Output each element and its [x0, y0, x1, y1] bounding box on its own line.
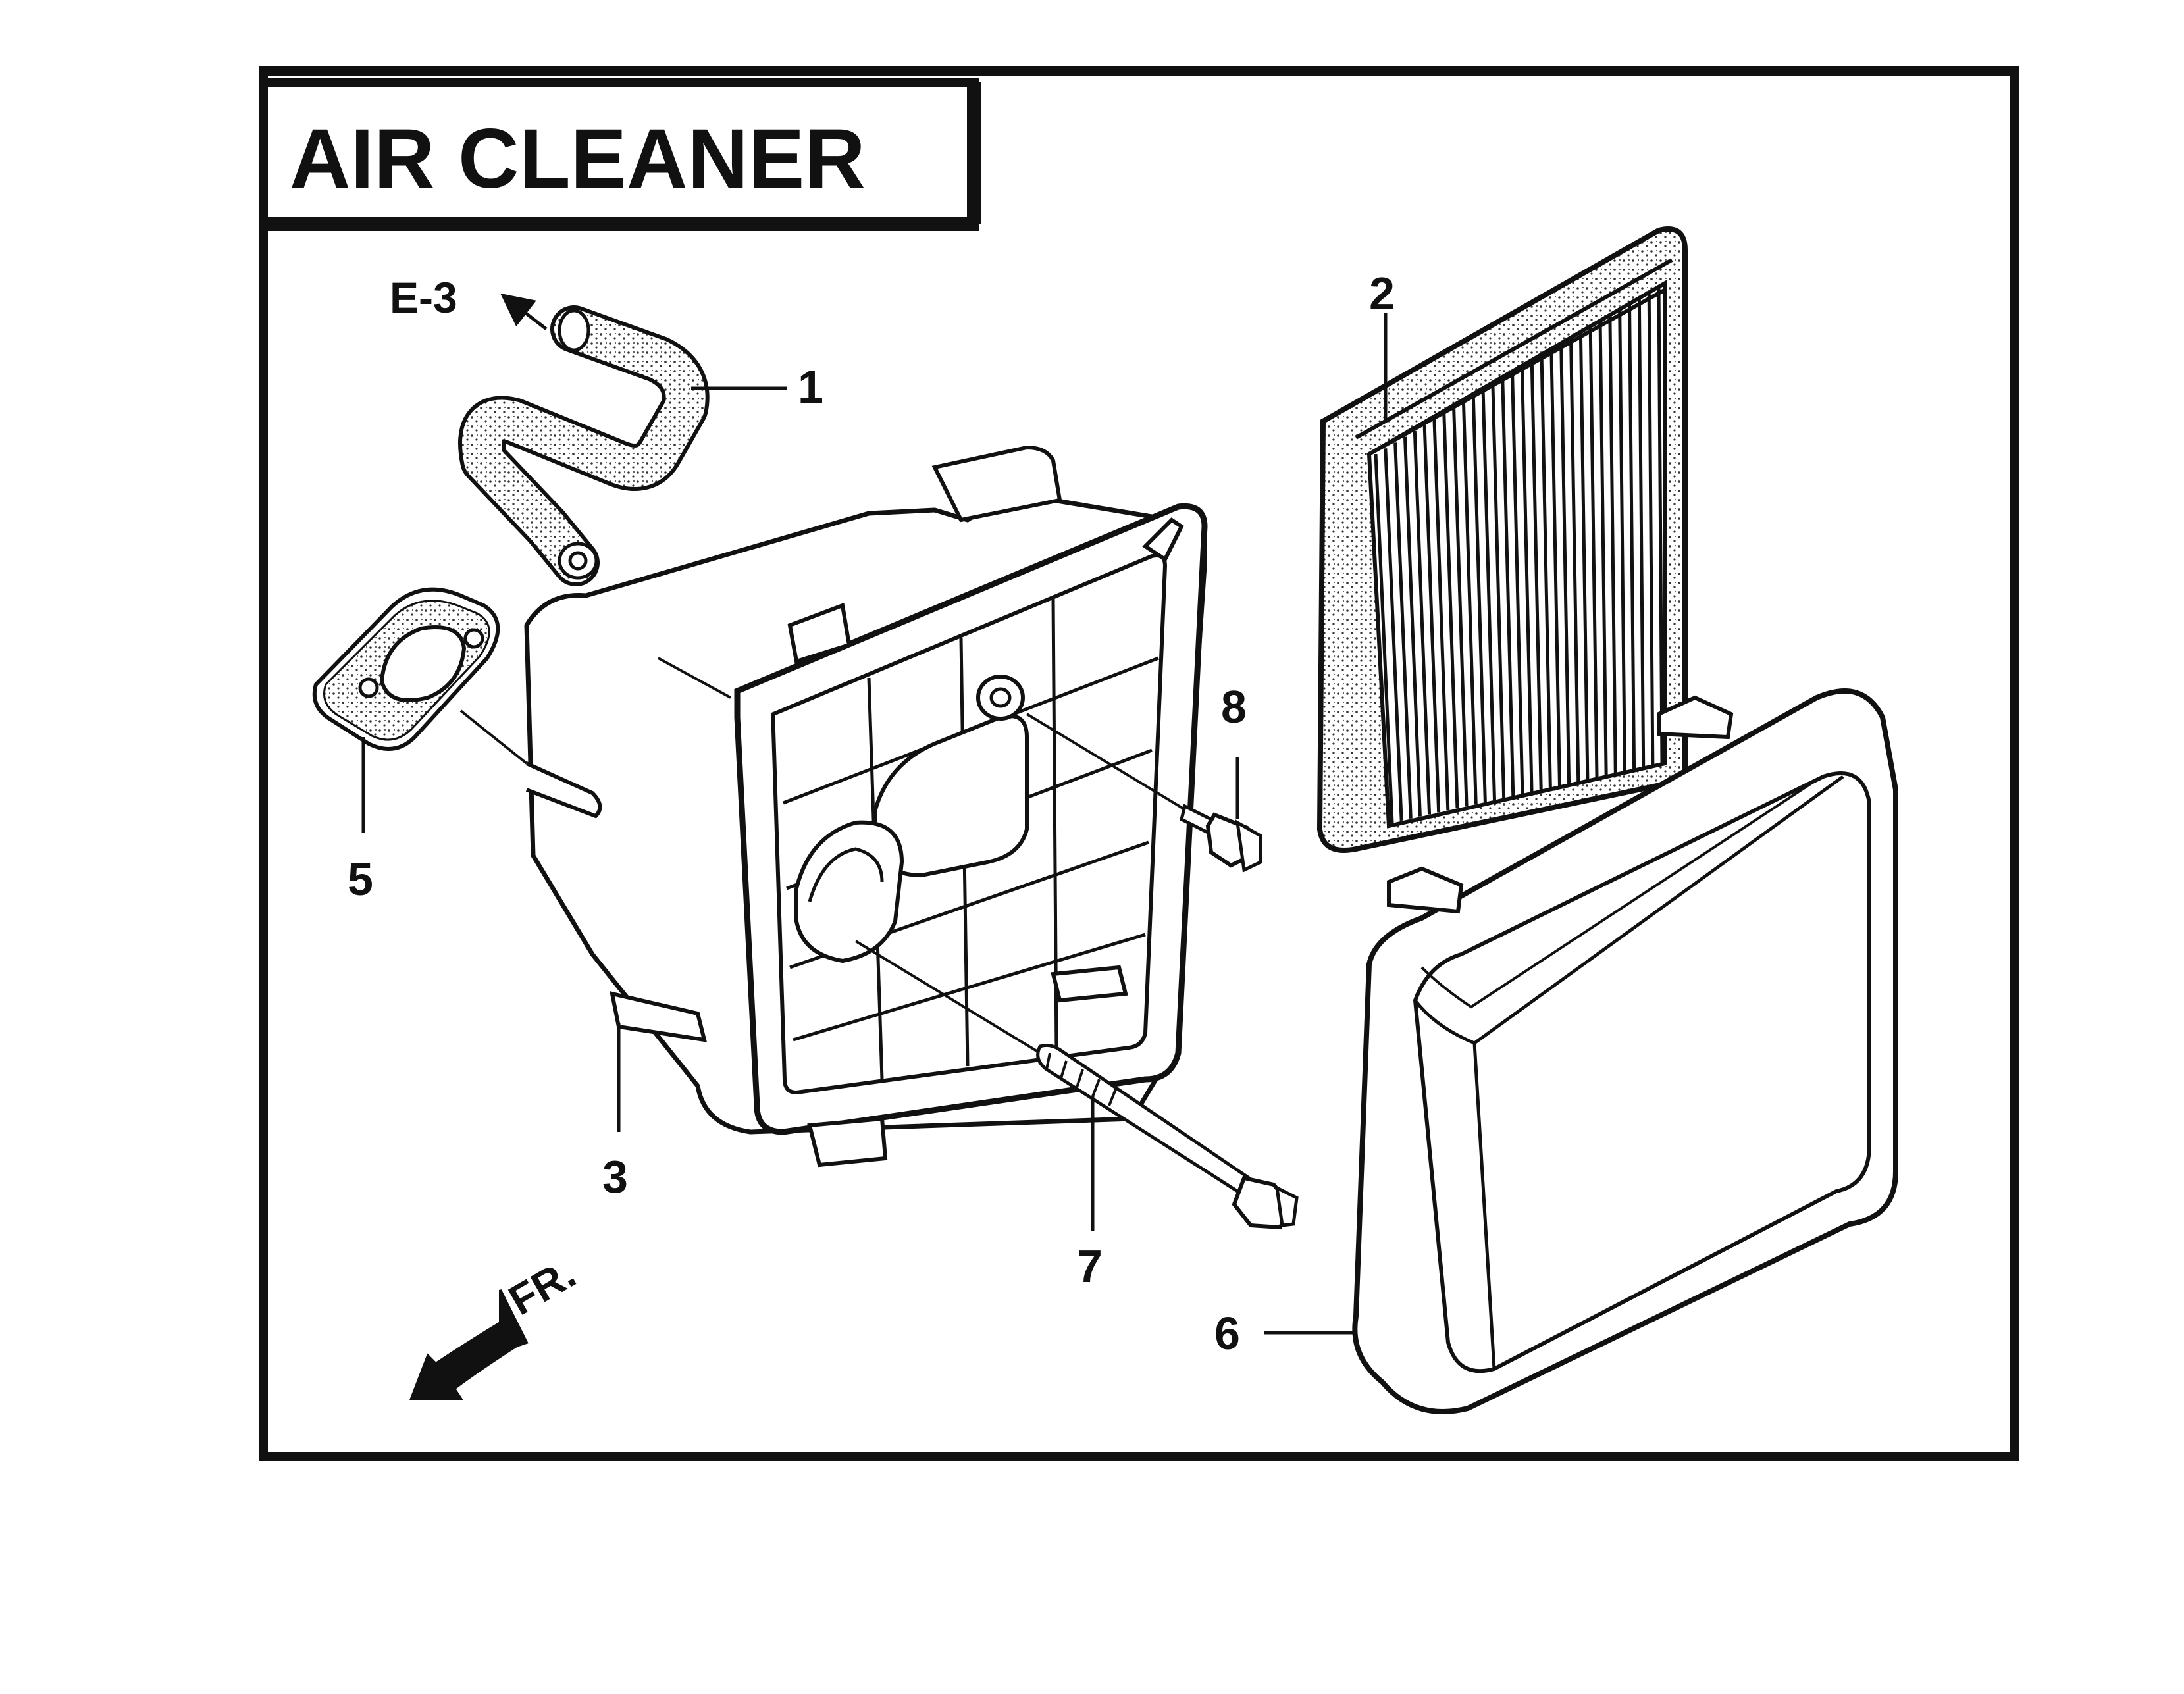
- part-label-8: 8: [1221, 681, 1247, 732]
- filter-pleat-line: [1598, 321, 1608, 776]
- part-label-2: 2: [1369, 268, 1395, 319]
- case-part: [524, 445, 1208, 1168]
- filter-pleat-line: [1452, 407, 1469, 807]
- diagram-frame: [259, 66, 2019, 1461]
- bolt-8-part: [1026, 713, 1262, 873]
- filter-pleat-line: [1413, 430, 1432, 815]
- filter-pleat-line: [1422, 424, 1441, 813]
- filter-pleat-line: [1540, 355, 1552, 788]
- filter-pleat-line: [1511, 372, 1524, 794]
- filter-pleat-line: [1530, 361, 1543, 790]
- page-title: AIR CLEANER: [290, 112, 866, 206]
- filter-pleat-line: [1403, 436, 1422, 817]
- front-arrow-icon: [409, 1289, 529, 1400]
- front-direction-indicator: FR.: [409, 1249, 583, 1400]
- filter-pleat-line: [1461, 401, 1478, 805]
- filter-pleat-line: [1637, 297, 1646, 768]
- bolt-7-part: [854, 940, 1299, 1231]
- filter-pleat-line: [1374, 453, 1394, 823]
- title-box: AIR CLEANER: [259, 78, 981, 231]
- filter-pleat-line: [1384, 448, 1403, 821]
- filter-pleat-line: [1481, 390, 1497, 800]
- filter-pleat-line: [1442, 413, 1459, 809]
- reference-callout: E-3: [390, 273, 548, 330]
- filter-pleat-line: [1520, 367, 1534, 792]
- filter-pleat-line: [1471, 396, 1487, 803]
- filter-pleat-line: [1588, 326, 1599, 778]
- filter-pleat-line: [1569, 338, 1580, 782]
- tube-part: [458, 305, 787, 586]
- part-label-3: 3: [602, 1151, 628, 1202]
- filter-pleat-line: [1491, 384, 1506, 798]
- part-label-7: 7: [1077, 1241, 1103, 1292]
- filter-pleat-line: [1501, 378, 1515, 796]
- filter-pleat-line: [1393, 442, 1413, 819]
- gasket-part: [312, 587, 528, 833]
- filter-pleat-line: [1628, 303, 1636, 770]
- filter-pleat-line: [1578, 332, 1590, 780]
- filter-part: [1316, 226, 1688, 853]
- part-label-6: 6: [1214, 1308, 1240, 1359]
- filter-pleat-line: [1618, 309, 1626, 772]
- part-label-1: 1: [798, 361, 823, 413]
- front-direction-label: FR.: [501, 1249, 583, 1324]
- filter-pleat-line: [1608, 315, 1617, 774]
- filter-pleat-line: [1657, 286, 1664, 764]
- reference-label: E-3: [390, 273, 457, 322]
- part-label-5: 5: [348, 854, 373, 905]
- filter-pleat-line: [1647, 292, 1655, 766]
- filter-pleat-line: [1549, 349, 1561, 786]
- cover-part: [1264, 688, 1898, 1414]
- filter-pleat-line: [1559, 344, 1571, 784]
- filter-pleat-line: [1432, 419, 1450, 811]
